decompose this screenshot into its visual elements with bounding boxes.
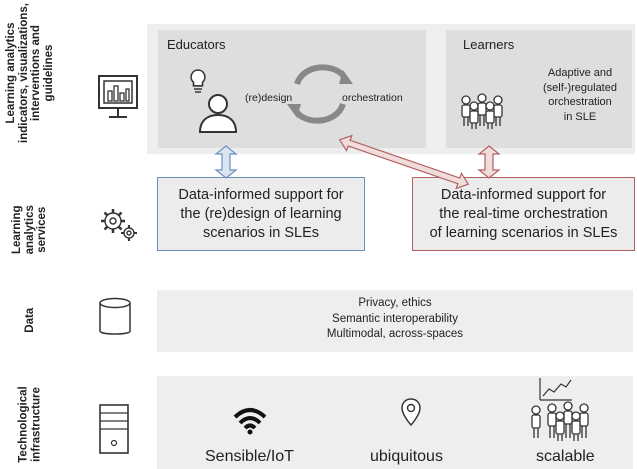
learners-description-line: in SLE bbox=[563, 110, 597, 123]
orchestration-label: orchestration bbox=[342, 92, 403, 104]
infrastructure-item-scalable: scalable bbox=[536, 448, 595, 465]
trend-chart-icon bbox=[539, 378, 572, 401]
design-support-line: Data-informed support for bbox=[178, 186, 344, 203]
learners-description-line: (self-)regulated bbox=[543, 81, 617, 94]
infrastructure-item-iot: Sensible/IoT bbox=[205, 448, 294, 465]
row-label-line: Technological bbox=[17, 386, 30, 463]
learners-description: Adaptive and (self-)regulated orchestrat… bbox=[532, 66, 628, 124]
design-support-line: scenarios in SLEs bbox=[202, 224, 320, 241]
data-line: Privacy, ethics bbox=[358, 297, 432, 309]
realtime-support-line: of learning scenarios in SLEs bbox=[429, 224, 618, 241]
lightbulb-icon bbox=[190, 69, 206, 93]
learners-box bbox=[446, 30, 632, 148]
realtime-support-box: Data-informed support for the real-time … bbox=[412, 177, 635, 251]
design-support-line: the (re)design of learning bbox=[180, 205, 342, 222]
row-label-infrastructure: Technological infrastructure bbox=[0, 380, 60, 469]
realtime-support-line: the real-time orchestration bbox=[439, 205, 608, 222]
cycle-arrows-icon bbox=[287, 64, 353, 124]
database-icon bbox=[99, 297, 131, 335]
learners-title: Learners bbox=[463, 37, 515, 52]
learners-group-icon bbox=[461, 93, 503, 129]
design-support-box: Data-informed support for the (re)design… bbox=[157, 177, 365, 251]
crowd-icon bbox=[531, 401, 589, 441]
learners-description-line: Adaptive and bbox=[547, 67, 613, 79]
row-label-data: Data bbox=[0, 290, 60, 350]
data-line: Multimodal, across-spaces bbox=[326, 328, 464, 340]
realtime-support-line: Data-informed support for bbox=[440, 186, 607, 203]
data-band bbox=[157, 290, 633, 352]
wifi-icon bbox=[233, 408, 267, 435]
location-pin-icon bbox=[401, 398, 421, 427]
learners-description-line: orchestration bbox=[548, 96, 612, 108]
data-line: Semantic interoperability bbox=[332, 312, 458, 325]
gears-icon bbox=[101, 209, 137, 241]
row-label-line: infrastructure bbox=[30, 387, 42, 462]
server-icon bbox=[99, 404, 129, 454]
person-icon bbox=[198, 94, 238, 133]
data-lines: Privacy, ethics Semantic interoperabilit… bbox=[157, 296, 633, 343]
educators-title: Educators bbox=[167, 37, 226, 52]
dashboard-icon bbox=[98, 75, 138, 118]
redesign-label: (re)design bbox=[245, 92, 293, 104]
row-label-line: Data bbox=[23, 307, 36, 333]
infrastructure-item-ubiquitous: ubiquitous bbox=[370, 448, 443, 465]
